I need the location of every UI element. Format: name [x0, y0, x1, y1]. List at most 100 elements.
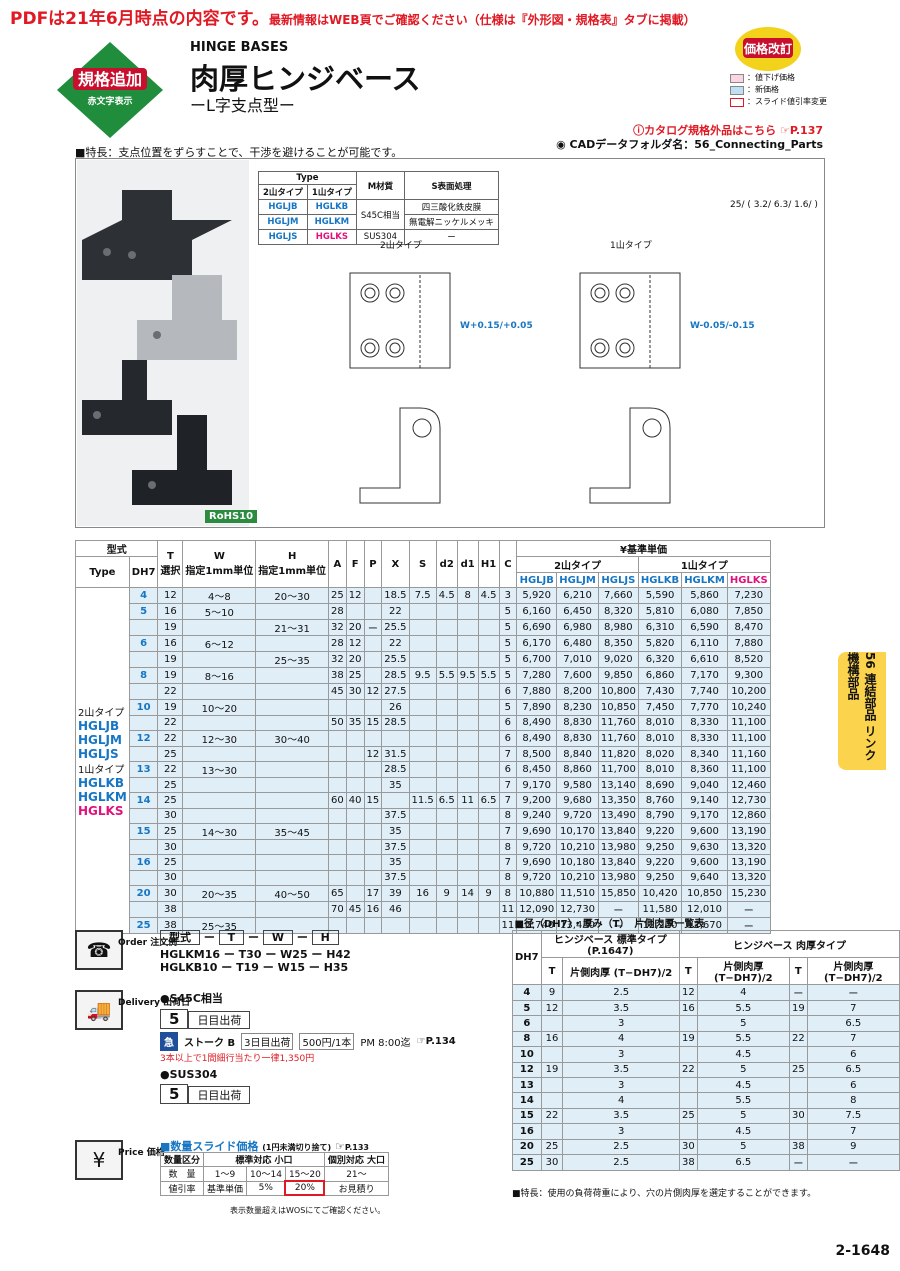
table-cell: 20: [345, 619, 365, 637]
one-type-label: 1山タイプ: [610, 240, 652, 251]
table-cell: 46: [381, 900, 410, 918]
table-cell: 6: [806, 1076, 900, 1094]
table-cell: 30: [157, 839, 184, 856]
table-cell: [345, 807, 365, 825]
table-cell: 12,220: [637, 916, 683, 934]
cell: ー: [403, 229, 500, 245]
table-cell: 25: [512, 1153, 542, 1171]
table-cell: [128, 714, 159, 731]
table-cell: 10,240: [726, 698, 771, 716]
page-title: 肉厚ヒンジベース: [190, 62, 421, 96]
table-cell: 6,110: [681, 635, 728, 653]
table-cell: [345, 916, 365, 934]
table-cell: 2.5: [562, 1153, 680, 1171]
table-cell: ー: [788, 1153, 808, 1171]
table-cell: 10,210: [556, 839, 599, 856]
table-cell: 19: [788, 999, 808, 1017]
table-cell: [128, 807, 159, 825]
table-cell: 7,600: [556, 667, 599, 685]
table-cell: 8: [512, 1030, 542, 1048]
table-cell: [477, 729, 500, 747]
table-cell: ー: [806, 984, 900, 1001]
delivery-unit: 日目出荷: [188, 1086, 251, 1104]
table-cell: 30: [157, 869, 184, 886]
table-cell: [678, 1076, 698, 1094]
table-cell: [456, 839, 479, 856]
catalog-link[interactable]: ⓘカタログ規格外品はこちら ☞P.137: [633, 124, 823, 137]
table-cell: 13: [512, 1076, 542, 1094]
table-cell: [255, 603, 330, 621]
table-cell: [408, 823, 437, 841]
table-cell: [788, 1076, 808, 1094]
table-cell: [128, 869, 159, 886]
legend-item: ：値下げ価格: [747, 73, 795, 82]
table-cell: 14: [512, 1092, 542, 1109]
table-cell: 5,920: [516, 587, 558, 605]
legend-swatch: [730, 73, 744, 83]
table-cell: 25: [157, 777, 184, 794]
table-cell: 25: [157, 823, 184, 841]
table-cell: [456, 807, 479, 825]
table-cell: 11,160: [726, 745, 771, 763]
product-image: [82, 190, 237, 505]
table-cell: 10,420: [637, 884, 683, 902]
table-cell: [435, 777, 458, 794]
table-cell: 16: [157, 635, 184, 653]
category-side-tab[interactable]: 56 連結部品 リンク機構部品: [838, 652, 886, 770]
table-cell: [408, 854, 437, 871]
cell: SUS304: [355, 229, 406, 245]
table-cell: 7,010: [556, 651, 599, 669]
table-cell: 6.5: [806, 1061, 900, 1078]
table-cell: 12: [363, 683, 383, 700]
table-cell: 16: [408, 884, 437, 902]
table-cell: 5: [498, 651, 518, 669]
table-cell: 8～16: [182, 667, 257, 685]
table-cell: [328, 916, 347, 934]
ship-page-link[interactable]: ☞P.134: [416, 1036, 456, 1047]
table-cell: [345, 777, 365, 794]
product-frame: [75, 158, 825, 528]
table-cell: 14: [128, 792, 159, 809]
material-s45c: ●S45C相当: [160, 992, 223, 1005]
table-cell: [408, 714, 437, 731]
table-cell: 6: [128, 635, 159, 653]
table-cell: 22: [157, 683, 184, 700]
table-cell: 11,100: [726, 729, 771, 747]
table-cell: [182, 854, 257, 871]
table-cell: [328, 869, 347, 886]
table-cell: 14～30: [182, 823, 257, 841]
table-cell: [477, 900, 500, 918]
table-cell: [477, 619, 500, 637]
table-cell: ー: [597, 916, 639, 934]
table-cell: 4: [562, 1092, 680, 1109]
table-cell: [456, 698, 479, 716]
table-cell: [456, 916, 479, 934]
header-two-type: 2山タイプ: [516, 556, 639, 573]
table-cell: 6,450: [556, 603, 599, 621]
table-cell: [408, 745, 437, 763]
cell: 1～9: [203, 1166, 248, 1182]
table-cell: 9,600: [681, 823, 728, 841]
table-cell: 12: [128, 729, 159, 747]
order-box: H: [311, 930, 339, 945]
table-cell: 20～30: [255, 587, 330, 605]
table-cell: [408, 916, 437, 934]
table-cell: 10,180: [556, 854, 599, 871]
table-cell: [328, 729, 347, 747]
cell: HGLKM: [306, 214, 357, 230]
table-cell: [363, 807, 383, 825]
table-cell: 6: [498, 729, 518, 747]
cell: S45C相当: [355, 199, 406, 230]
table-cell: 8: [498, 869, 518, 886]
table-cell: 7,450: [637, 698, 683, 716]
table-cell: 3: [562, 1015, 680, 1032]
table-cell: [182, 792, 257, 809]
table-cell: 39: [381, 884, 410, 902]
